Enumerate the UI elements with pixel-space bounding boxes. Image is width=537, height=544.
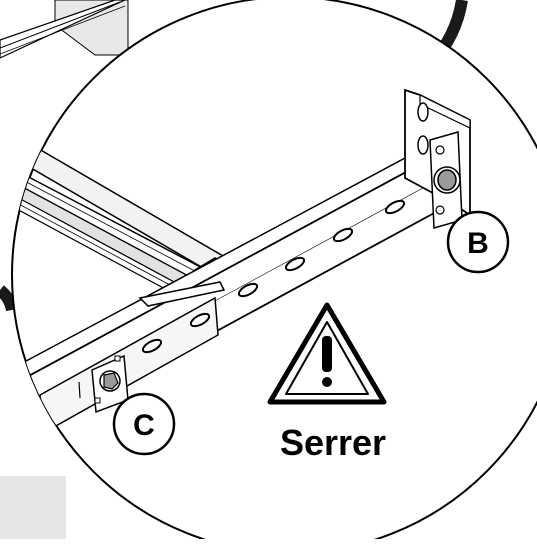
cable-left	[0, 285, 18, 312]
bolt-c	[78, 354, 129, 414]
slot-6	[141, 338, 163, 354]
bar-slots	[141, 199, 406, 354]
bolt-b	[433, 166, 461, 194]
slot-2	[332, 227, 354, 243]
exclamation-triangle-icon	[267, 302, 387, 405]
slot-1	[384, 199, 406, 215]
slot-4	[237, 282, 259, 298]
callout-c-label: C	[133, 409, 155, 442]
background-context	[0, 0, 468, 539]
callout-c: C	[112, 392, 176, 456]
slot-3	[284, 256, 306, 272]
background-block	[0, 476, 66, 539]
callout-b: B	[446, 210, 510, 274]
warning-label: Serrer	[280, 422, 386, 463]
background-rail-top	[0, 0, 126, 59]
callout-b-label: B	[467, 227, 489, 260]
warning-sign: Serrer	[267, 302, 387, 463]
slot-5	[189, 312, 211, 328]
